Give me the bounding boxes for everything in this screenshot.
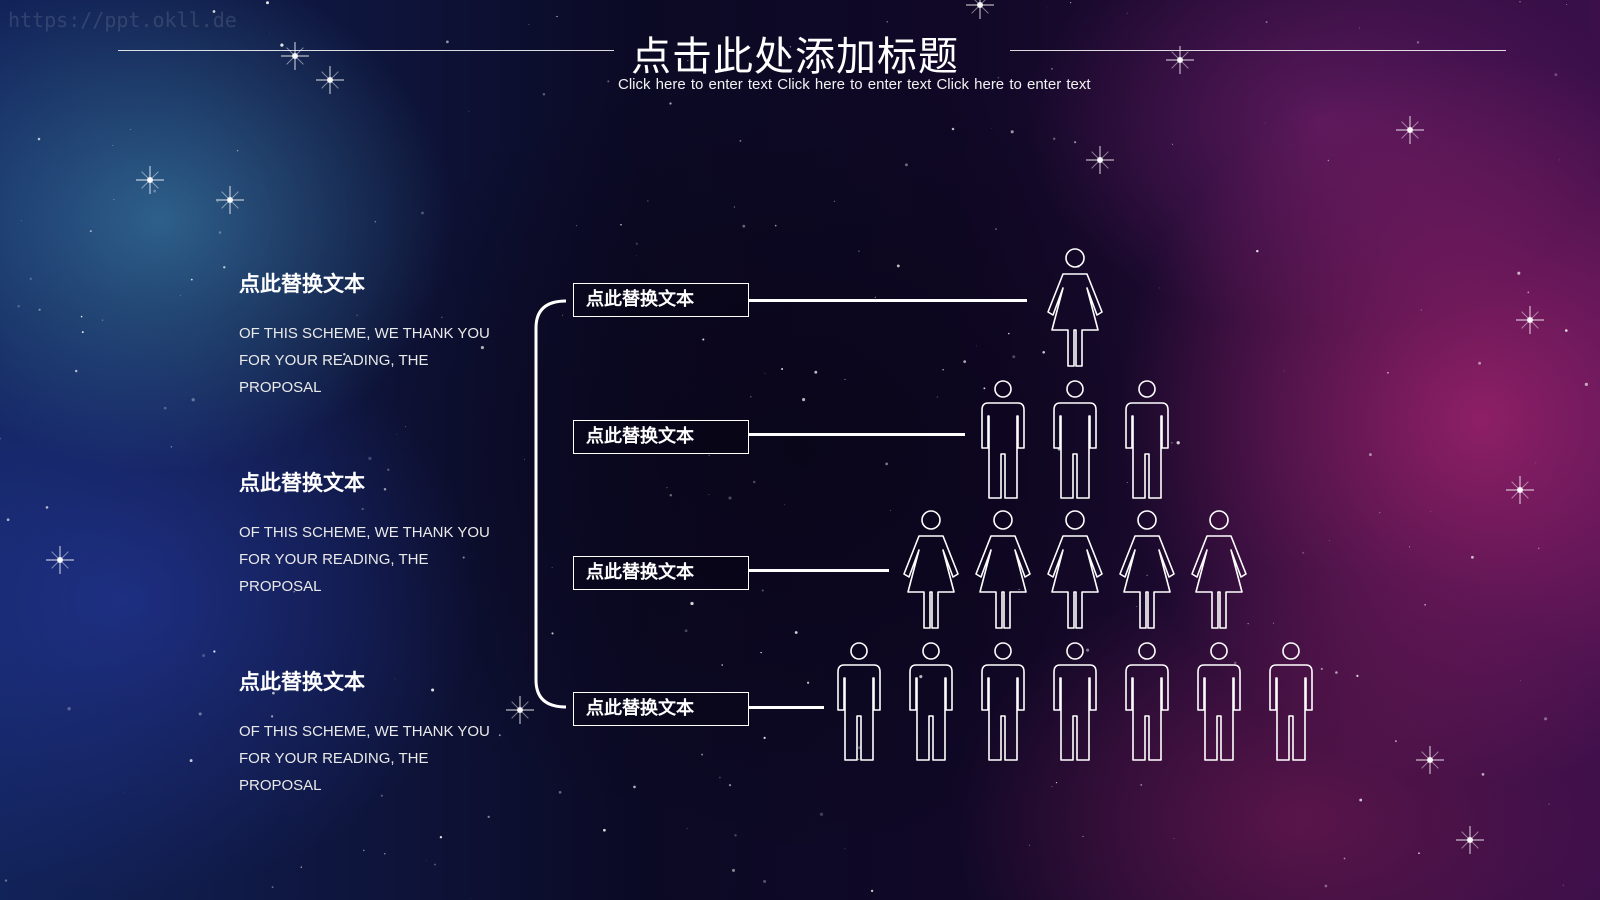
male-person-icon	[910, 643, 952, 760]
female-person-icon	[1120, 511, 1174, 628]
male-person-icon	[982, 381, 1024, 498]
male-person-icon	[1126, 381, 1168, 498]
female-person-icon	[1192, 511, 1246, 628]
male-person-icon	[1126, 643, 1168, 760]
female-person-icon	[976, 511, 1030, 628]
male-person-icon	[982, 643, 1024, 760]
male-person-icon	[1198, 643, 1240, 760]
female-person-icon	[904, 511, 958, 628]
male-person-icon	[1054, 381, 1096, 498]
female-person-icon	[1048, 249, 1102, 366]
male-person-icon	[1270, 643, 1312, 760]
male-person-icon	[838, 643, 880, 760]
male-person-icon	[1054, 643, 1096, 760]
female-person-icon	[1048, 511, 1102, 628]
